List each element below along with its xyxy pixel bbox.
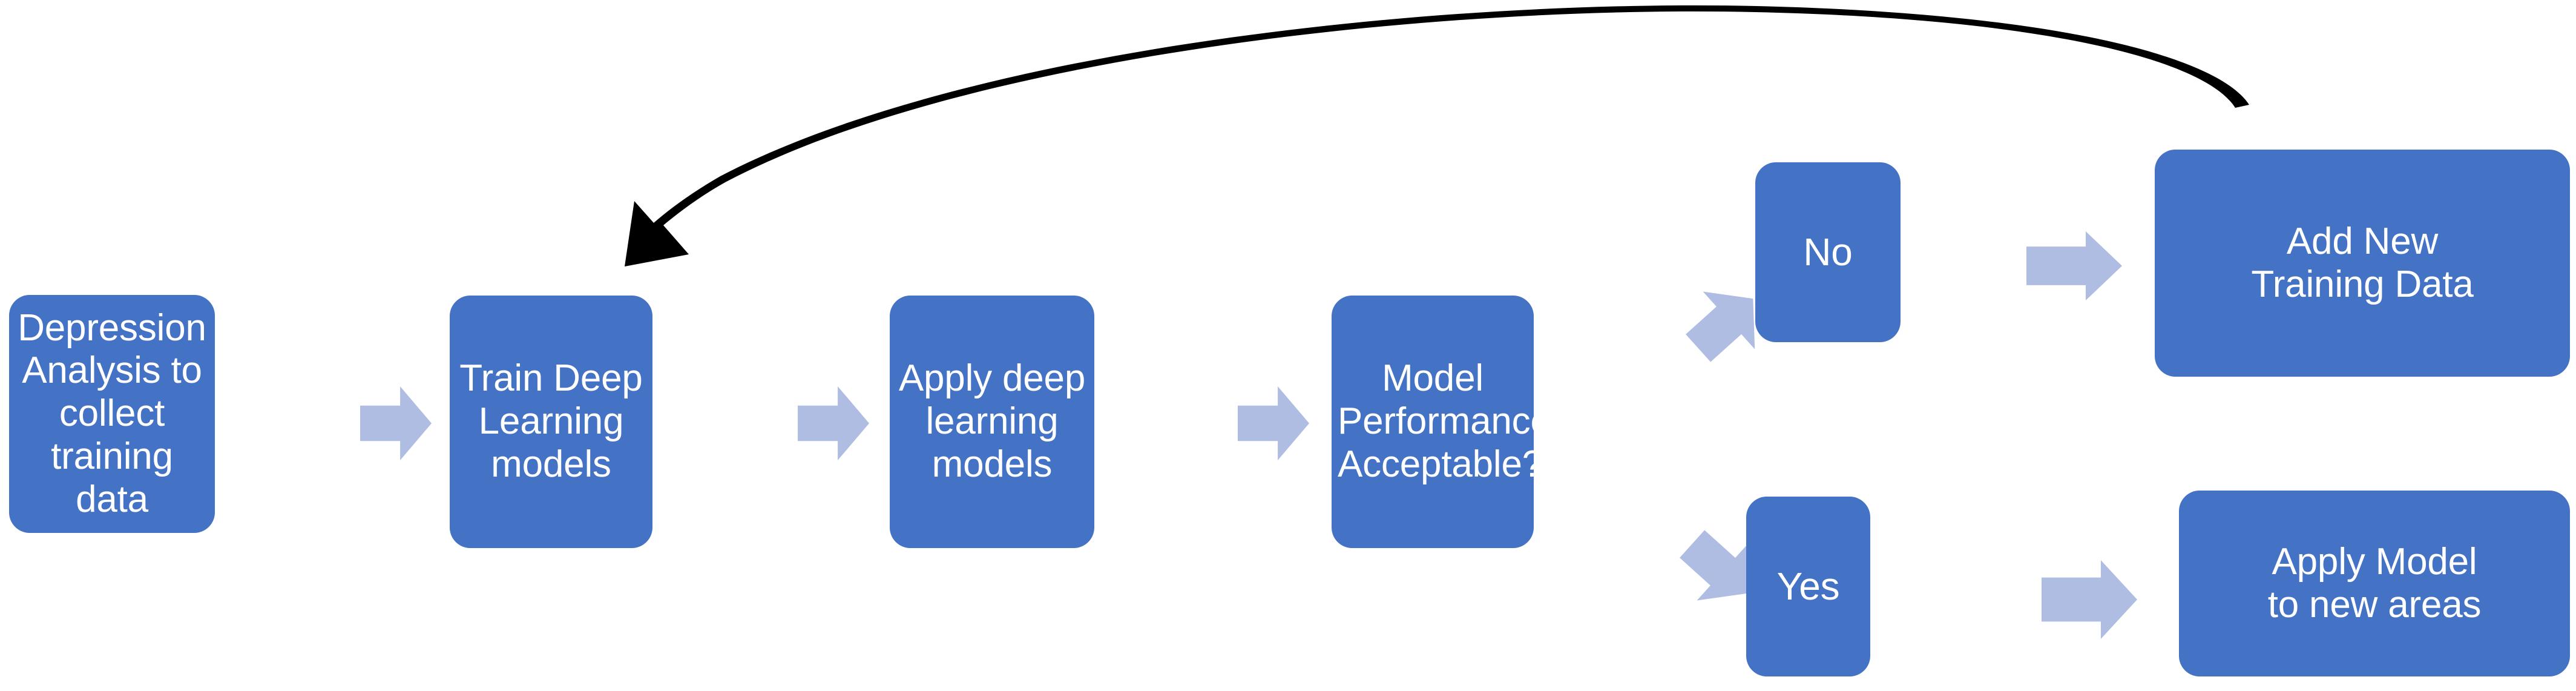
- yes-to-apply-areas-arrow: [2042, 560, 2137, 639]
- node-apply-new-areas[interactable]: Apply Model to new areas: [2179, 491, 2570, 676]
- no-to-add-data-arrow: [2026, 231, 2122, 300]
- node-collect-data[interactable]: Depression Analysis to collect training …: [9, 295, 215, 533]
- node-train-models[interactable]: Train Deep Learning models: [450, 296, 652, 548]
- node-branch-yes[interactable]: Yes: [1746, 497, 1870, 676]
- node-add-training-data-label: Add New Training Data: [2251, 220, 2474, 305]
- node-performance-decision-label: Model Performance Acceptable?: [1338, 357, 1551, 485]
- node-collect-data-label: Depression Analysis to collect training …: [18, 306, 206, 520]
- node-apply-models-label: Apply deep learning models: [898, 357, 1086, 485]
- node-apply-models[interactable]: Apply deep learning models: [890, 296, 1094, 548]
- node-train-models-label: Train Deep Learning models: [459, 357, 643, 485]
- collect-to-train-arrow: [360, 386, 432, 460]
- node-branch-yes-label: Yes: [1776, 564, 1840, 609]
- apply-to-decision-arrow: [1238, 386, 1309, 460]
- node-add-training-data[interactable]: Add New Training Data: [2155, 150, 2570, 377]
- train-to-apply-arrow: [798, 386, 869, 460]
- node-branch-no[interactable]: No: [1755, 162, 1901, 342]
- node-performance-decision[interactable]: Model Performance Acceptable?: [1332, 296, 1551, 548]
- node-branch-no-label: No: [1803, 230, 1853, 274]
- node-apply-new-areas-label: Apply Model to new areas: [2267, 540, 2482, 626]
